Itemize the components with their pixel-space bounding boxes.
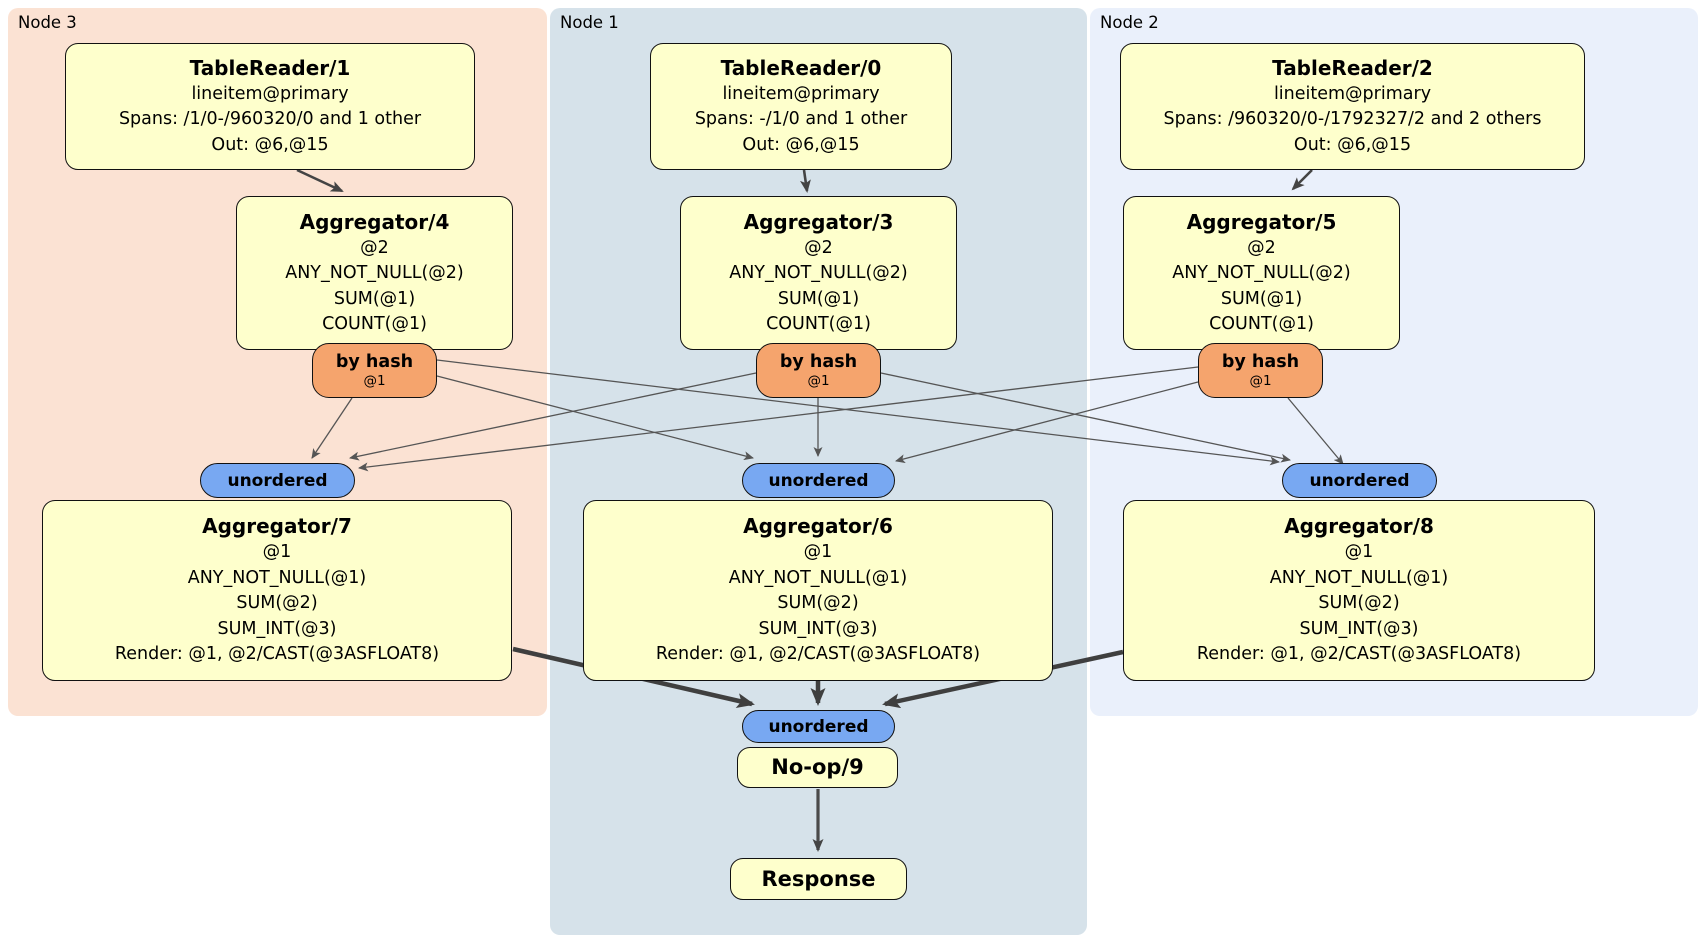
plan-node-detail: SUM_INT(@3) (758, 618, 878, 639)
plan-node-detail: Spans: /960320/0-/1792327/2 and 2 others (1163, 109, 1542, 130)
plan-node-title: TableReader/2 (1272, 55, 1433, 80)
plan-node-detail: SUM_INT(@3) (217, 618, 337, 639)
plan-node-detail: lineitem@primary (191, 83, 349, 104)
router-by-hash-5: by hash @1 (1198, 343, 1323, 398)
plan-node-aggregator-7: Aggregator/7 @1 ANY_NOT_NULL(@1) SUM(@2)… (42, 500, 512, 681)
plan-node-detail: COUNT(@1) (1209, 314, 1314, 334)
plan-node-detail: @1 (1344, 542, 1374, 563)
plan-node-detail: lineitem@primary (1273, 83, 1432, 104)
plan-node-detail: Render: @1, @2/CAST(@3ASFLOAT8) (1196, 644, 1522, 665)
plan-node-detail: SUM(@2) (1318, 593, 1400, 614)
plan-node-title: Aggregator/8 (1284, 514, 1434, 539)
plan-node-detail: @2 (804, 237, 833, 258)
stream-unordered-left: unordered (200, 463, 355, 498)
router-by-hash-4: by hash @1 (312, 343, 437, 398)
plan-node-title: Aggregator/4 (299, 209, 450, 234)
plan-node-detail: ANY_NOT_NULL(@1) (1269, 567, 1449, 588)
plan-node-detail: Out: @6,@15 (211, 134, 329, 155)
plan-node-detail: SUM(@1) (777, 288, 860, 309)
plan-node-detail: SUM(@2) (236, 593, 318, 614)
plan-node-detail: COUNT(@1) (766, 314, 871, 334)
plan-node-title: Aggregator/3 (743, 209, 894, 234)
router-hash-columns: @1 (807, 373, 830, 389)
plan-node-detail: ANY_NOT_NULL(@2) (285, 263, 464, 283)
router-by-hash-3: by hash @1 (756, 343, 881, 398)
plan-node-title: TableReader/0 (720, 55, 882, 80)
plan-node-aggregator-6: Aggregator/6 @1 ANY_NOT_NULL(@1) SUM(@2)… (583, 500, 1053, 681)
router-title: by hash (779, 352, 858, 372)
plan-node-title: Response (761, 866, 876, 891)
router-title: by hash (1221, 352, 1300, 372)
router-title: by hash (335, 352, 414, 372)
plan-node-detail: Out: @6,@15 (742, 134, 860, 155)
router-hash-columns: @1 (1249, 373, 1272, 389)
plan-node-detail: Render: @1, @2/CAST(@3ASFLOAT8) (114, 644, 440, 665)
stream-unordered-middle: unordered (742, 463, 895, 498)
plan-node-title: No-op/9 (771, 755, 864, 779)
plan-node-detail: Out: @6,@15 (1293, 134, 1412, 155)
plan-node-detail: Render: @1, @2/CAST(@3ASFLOAT8) (655, 644, 981, 665)
plan-node-detail: lineitem@primary (722, 83, 880, 104)
plan-node-aggregator-3: Aggregator/3 @2 ANY_NOT_NULL(@2) SUM(@1)… (680, 196, 957, 350)
plan-node-aggregator-4: Aggregator/4 @2 ANY_NOT_NULL(@2) SUM(@1)… (236, 196, 513, 350)
plan-node-detail: ANY_NOT_NULL(@2) (729, 263, 908, 283)
region-node-1-label: Node 1 (560, 13, 619, 32)
plan-node-detail: ANY_NOT_NULL(@1) (728, 567, 908, 588)
plan-node-title: Aggregator/7 (202, 514, 352, 539)
plan-node-title: TableReader/1 (189, 55, 351, 80)
region-node-2-label: Node 2 (1100, 13, 1159, 32)
plan-node-aggregator-5: Aggregator/5 @2 ANY_NOT_NULL(@2) SUM(@1)… (1123, 196, 1400, 350)
router-hash-columns: @1 (363, 373, 386, 389)
plan-node-detail: SUM_INT(@3) (1299, 618, 1419, 639)
plan-node-detail: @1 (262, 542, 292, 563)
plan-node-detail: @1 (803, 542, 833, 563)
plan-node-detail: ANY_NOT_NULL(@2) (1172, 263, 1351, 283)
plan-node-detail: Spans: /1/0-/960320/0 and 1 other (118, 109, 422, 130)
plan-node-detail: SUM(@2) (777, 593, 859, 614)
plan-node-tablereader-2: TableReader/2 lineitem@primary Spans: /9… (1120, 43, 1585, 170)
region-node-3-label: Node 3 (18, 13, 77, 32)
plan-node-tablereader-0: TableReader/0 lineitem@primary Spans: -/… (650, 43, 952, 170)
plan-node-response: Response (730, 858, 907, 900)
stream-unordered-bottom: unordered (742, 710, 895, 743)
plan-node-detail: ANY_NOT_NULL(@1) (187, 567, 367, 588)
plan-node-detail: @2 (360, 237, 389, 258)
plan-node-detail: @2 (1247, 237, 1276, 258)
plan-node-detail: COUNT(@1) (322, 314, 427, 334)
stream-unordered-right: unordered (1282, 463, 1437, 498)
plan-node-detail: SUM(@1) (333, 288, 416, 309)
plan-node-detail: Spans: -/1/0 and 1 other (694, 109, 908, 130)
plan-node-title: Aggregator/5 (1186, 209, 1337, 234)
plan-node-noop-9: No-op/9 (737, 747, 898, 788)
plan-node-detail: SUM(@1) (1220, 288, 1303, 309)
plan-node-aggregator-8: Aggregator/8 @1 ANY_NOT_NULL(@1) SUM(@2)… (1123, 500, 1595, 681)
plan-node-tablereader-1: TableReader/1 lineitem@primary Spans: /1… (65, 43, 475, 170)
plan-node-title: Aggregator/6 (743, 514, 893, 539)
